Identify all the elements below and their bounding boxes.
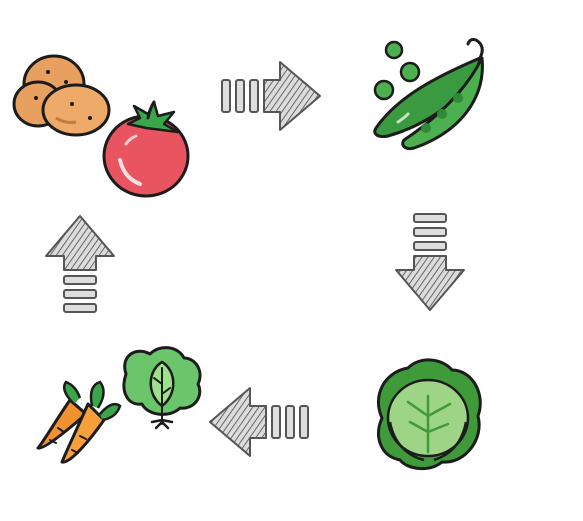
potato-icon	[12, 54, 111, 137]
node-carrot-spinach	[30, 344, 210, 472]
arrow-left-icon	[206, 386, 310, 458]
arrow-right-icon	[220, 60, 324, 132]
node-cabbage	[368, 356, 486, 472]
tomato-icon	[102, 100, 190, 198]
pea-pod-icon	[373, 38, 484, 150]
cabbage-icon	[376, 358, 482, 470]
arrow-down-icon	[392, 212, 468, 312]
arrow-up-icon	[42, 214, 118, 314]
spinach-icon	[122, 346, 202, 430]
node-peas	[368, 36, 492, 152]
node-potato-tomato	[8, 48, 200, 204]
carrot-icon	[36, 380, 122, 464]
